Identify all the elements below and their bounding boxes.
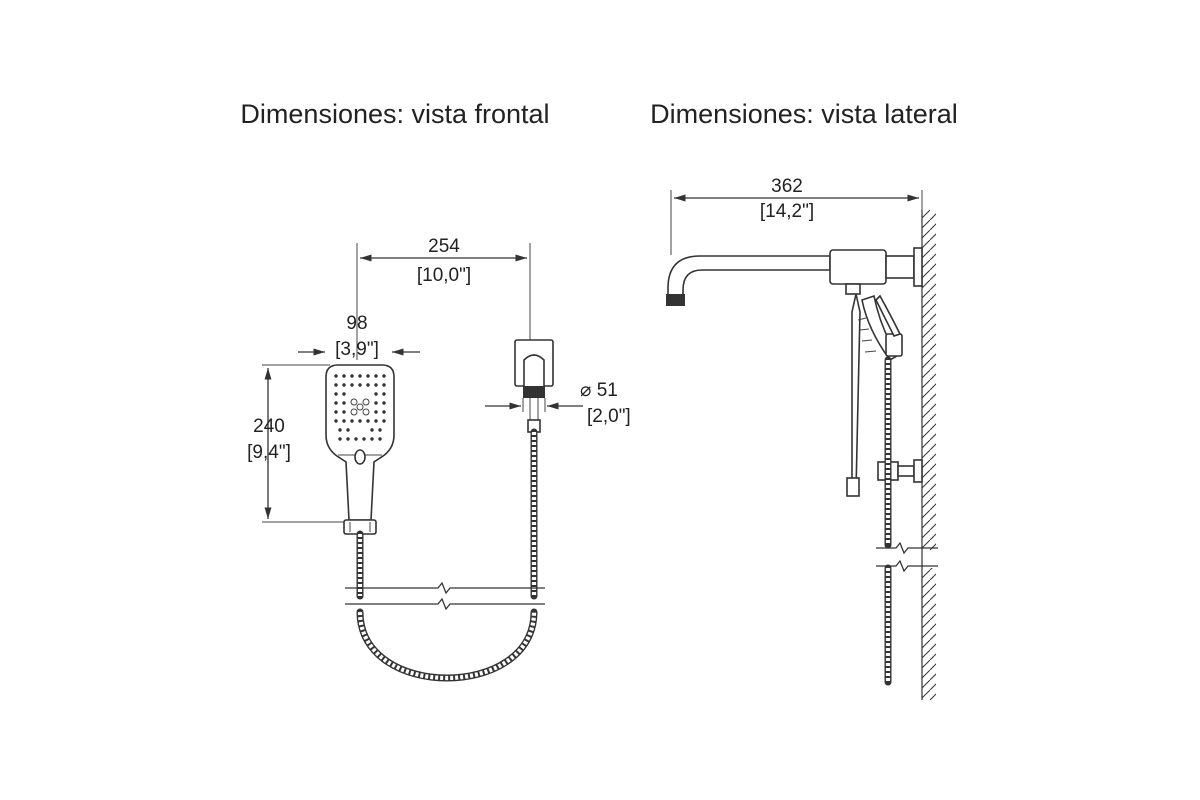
side-break-lines [876, 541, 938, 573]
dimension-254-mm: 254 [428, 236, 460, 257]
dimension-51-mm: ⌀ 51 [580, 380, 618, 401]
dimension-362-mm: 362 [771, 176, 803, 197]
shower-arm [666, 247, 923, 306]
dimension-98-mm: 98 [346, 313, 367, 334]
dimension-240-inch: [9,4"] [247, 442, 291, 463]
dimension-254-inch: [10,0"] [417, 265, 471, 286]
dimension-240-mm: 240 [253, 416, 285, 437]
hand-shower-head [325, 364, 395, 535]
shower-hose [356, 428, 538, 682]
dimension-head-height: 240 [9,4"] [247, 364, 345, 523]
front-view-title: Dimensiones: vista frontal [240, 99, 549, 129]
dimension-width-total: 254 [10,0"] [356, 236, 531, 360]
side-nozzles [857, 317, 877, 353]
center-spray-rings [350, 398, 370, 416]
front-view: 254 [10,0"] 98 [3,9"] 240 [9,4"] [247, 236, 631, 682]
dimension-98-inch: [3,9"] [335, 339, 379, 360]
wall [921, 210, 936, 700]
wall-outlet-bracket [514, 339, 554, 433]
side-view-title: Dimensiones: vista lateral [650, 99, 958, 129]
dimension-head-width: 98 [3,9"] [298, 313, 420, 360]
dimension-diameter: ⌀ 51 [2,0"] [485, 380, 631, 427]
side-view: 362 [14,2"] [666, 176, 938, 700]
dimension-51-inch: [2,0"] [587, 406, 631, 427]
break-lines [345, 581, 545, 611]
spray-nozzles [334, 374, 386, 441]
side-hand-shower [846, 293, 903, 497]
dimension-arm-length: 362 [14,2"] [670, 176, 923, 255]
dimension-362-inch: [14,2"] [760, 201, 814, 222]
